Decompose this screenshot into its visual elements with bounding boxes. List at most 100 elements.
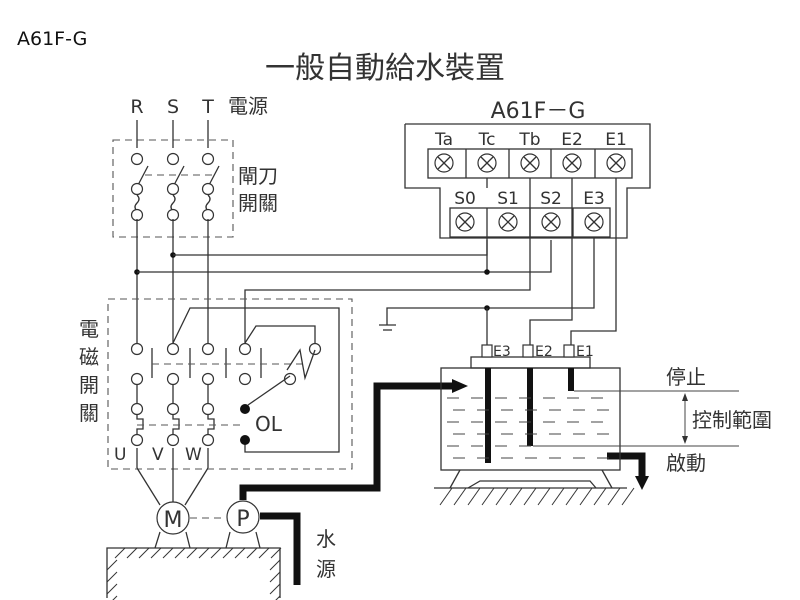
aux-terminal (238, 342, 252, 356)
terminal-label: S1 (497, 189, 519, 209)
motor-pump: M P 水 源 (106, 448, 336, 600)
coil-terminal (283, 372, 297, 386)
thermal-element-icon (172, 415, 180, 435)
main-contact (166, 342, 180, 447)
terminal-label: E3 (583, 189, 605, 209)
controller-a61f-g: A61F－G Ta Tc Tb E2 E1 S0 S1 S2 E3 (404, 99, 651, 239)
controller-terminal-ta: Ta (434, 130, 454, 173)
controller-terminal-e2: E2 (550, 130, 583, 178)
control-range-label: 控制範圍 (692, 408, 772, 432)
coil-terminal (308, 342, 322, 356)
terminal (201, 372, 215, 386)
terminal (201, 152, 215, 166)
terminal-label: E1 (605, 130, 627, 150)
knife-switch-pole (130, 152, 149, 222)
terminal (201, 342, 215, 356)
terminal (201, 402, 215, 416)
main-contact (130, 342, 144, 447)
knife-switch: 閘刀 開關 (112, 139, 278, 238)
thermal-element-icon (207, 415, 215, 435)
delivery-arrow-icon (452, 379, 468, 393)
power-label: 電源 (228, 94, 268, 118)
terminal (166, 372, 180, 386)
motor-label: M (164, 508, 183, 533)
magnetic-switch-box (107, 298, 353, 470)
controller-terminal-e3: E3 (572, 189, 605, 237)
terminal (201, 433, 215, 447)
terminal (166, 182, 180, 196)
output-v-label: V (152, 445, 164, 465)
tank-electrode-e3-label: E3 (493, 344, 511, 360)
terminal (201, 182, 215, 196)
overload-label: OL (255, 412, 283, 436)
water-source-char-2: 源 (316, 557, 336, 581)
controller-terminal-tc: Tc (465, 130, 497, 178)
delivery-pipe (239, 382, 452, 500)
terminal (130, 433, 144, 447)
power-source: R S T 電源 (130, 94, 268, 118)
magnetic-switch-char-2: 磁 (79, 345, 99, 369)
pump-label: P (236, 507, 249, 532)
phase-r-label: R (130, 96, 143, 118)
main-contact (201, 342, 215, 447)
terminal (166, 433, 180, 447)
aux-terminal (238, 372, 252, 386)
controller-terminal-s1: S1 (486, 189, 519, 237)
diagram-title: 一般自動給水裝置 (265, 51, 505, 86)
terminal-label: Tb (518, 130, 540, 150)
water-tank: E3 E2 E1 停止 控制範圍 啟動 (434, 344, 772, 506)
tank-base-hatching (439, 487, 635, 506)
terminal (166, 208, 180, 222)
fuse-icon (205, 194, 211, 212)
knife-switch-pole (166, 152, 185, 222)
magnetic-switch-char-1: 電 (79, 317, 99, 341)
terminal (130, 152, 144, 166)
terminal-label: S2 (540, 189, 562, 209)
phase-t-label: T (201, 96, 214, 118)
terminal-label: E2 (561, 130, 583, 150)
terminal-label: S0 (454, 189, 476, 209)
terminal (130, 402, 144, 416)
controller-model-label: A61F－G (491, 99, 586, 124)
controller-terminal-e1: E1 (594, 130, 627, 178)
controller-wiring (244, 178, 617, 345)
electrode-holder (470, 356, 591, 369)
water-source-char-1: 水 (316, 527, 336, 551)
terminal-label: Ta (434, 130, 453, 150)
outlet-arrow-icon (635, 476, 649, 490)
output-w-label: W (185, 445, 202, 465)
phase-s-label: S (167, 96, 179, 118)
tank-electrode-e2-label: E2 (535, 344, 553, 360)
terminal (166, 342, 180, 356)
thermal-element-icon (136, 415, 144, 435)
stop-label: 停止 (666, 365, 706, 389)
terminal (166, 152, 180, 166)
water-pipes (239, 379, 649, 585)
output-u-label: U (114, 445, 126, 465)
terminal (130, 342, 144, 356)
knife-switch-label-2: 開關 (238, 191, 278, 215)
ground-icon (379, 324, 396, 331)
start-label: 啟動 (666, 451, 706, 475)
terminal (166, 402, 180, 416)
terminal (130, 208, 144, 222)
pump-icon (226, 500, 260, 534)
magnetic-switch-char-3: 開 (79, 373, 99, 397)
fuse-icon (170, 194, 176, 212)
motor-icon (156, 501, 190, 535)
magnetic-switch-char-4: 關 (79, 401, 99, 425)
terminal-label: Tc (478, 130, 496, 150)
terminal (130, 182, 144, 196)
terminal (201, 208, 215, 222)
base-hatching (106, 547, 282, 600)
outlet-pipe (607, 452, 646, 478)
suction-pipe (260, 512, 301, 585)
controller-terminal-tb: Tb (508, 130, 541, 178)
magnetic-switch: 電 磁 開 關 OL U V W (79, 298, 353, 470)
fuse-icon (134, 194, 140, 212)
model-label: A61F-G (17, 28, 88, 50)
knife-switch-pole (201, 152, 220, 222)
tank-electrode-e1-label: E1 (576, 344, 594, 360)
controller-terminal-s0: S0 (454, 189, 476, 232)
